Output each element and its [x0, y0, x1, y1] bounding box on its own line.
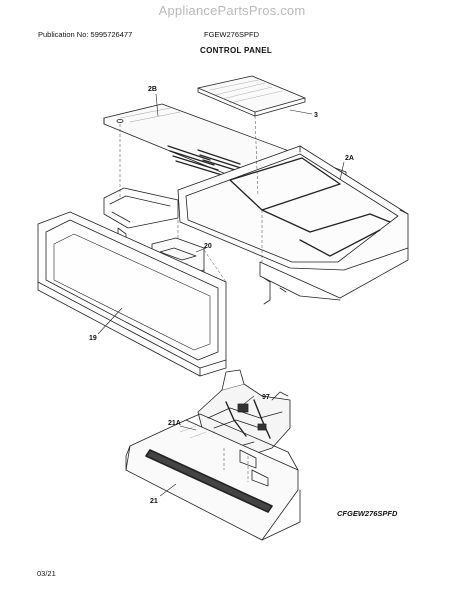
- revision-date: 03/21: [37, 569, 56, 578]
- callout-3: 3: [314, 112, 318, 119]
- leader-lines: [97, 93, 345, 497]
- callout-21a: 21A: [168, 420, 181, 427]
- part-3-insulation-pad[interactable]: [197, 75, 306, 117]
- callout-97: 97: [262, 394, 270, 401]
- section-title: CONTROL PANEL: [200, 46, 273, 55]
- callout-2a: 2A: [345, 155, 354, 162]
- callout-2b: 2B: [148, 86, 157, 93]
- callout-21: 21: [150, 498, 158, 505]
- model-number: FGEW276SPFD: [204, 30, 260, 39]
- part-19-panel-frame[interactable]: [37, 211, 227, 377]
- diagram-model-code: CFGEW276SPFD: [337, 509, 398, 518]
- publication-number: Publication No: 5995726477: [38, 30, 133, 39]
- alignment-lines: [119, 115, 263, 482]
- watermark: AppliancePartsPros.com: [158, 3, 306, 18]
- part-21-bottom-tray[interactable]: [125, 413, 301, 541]
- part-2a-panel-base[interactable]: [177, 145, 409, 305]
- callout-20: 20: [204, 243, 212, 250]
- callout-19: 19: [89, 335, 97, 342]
